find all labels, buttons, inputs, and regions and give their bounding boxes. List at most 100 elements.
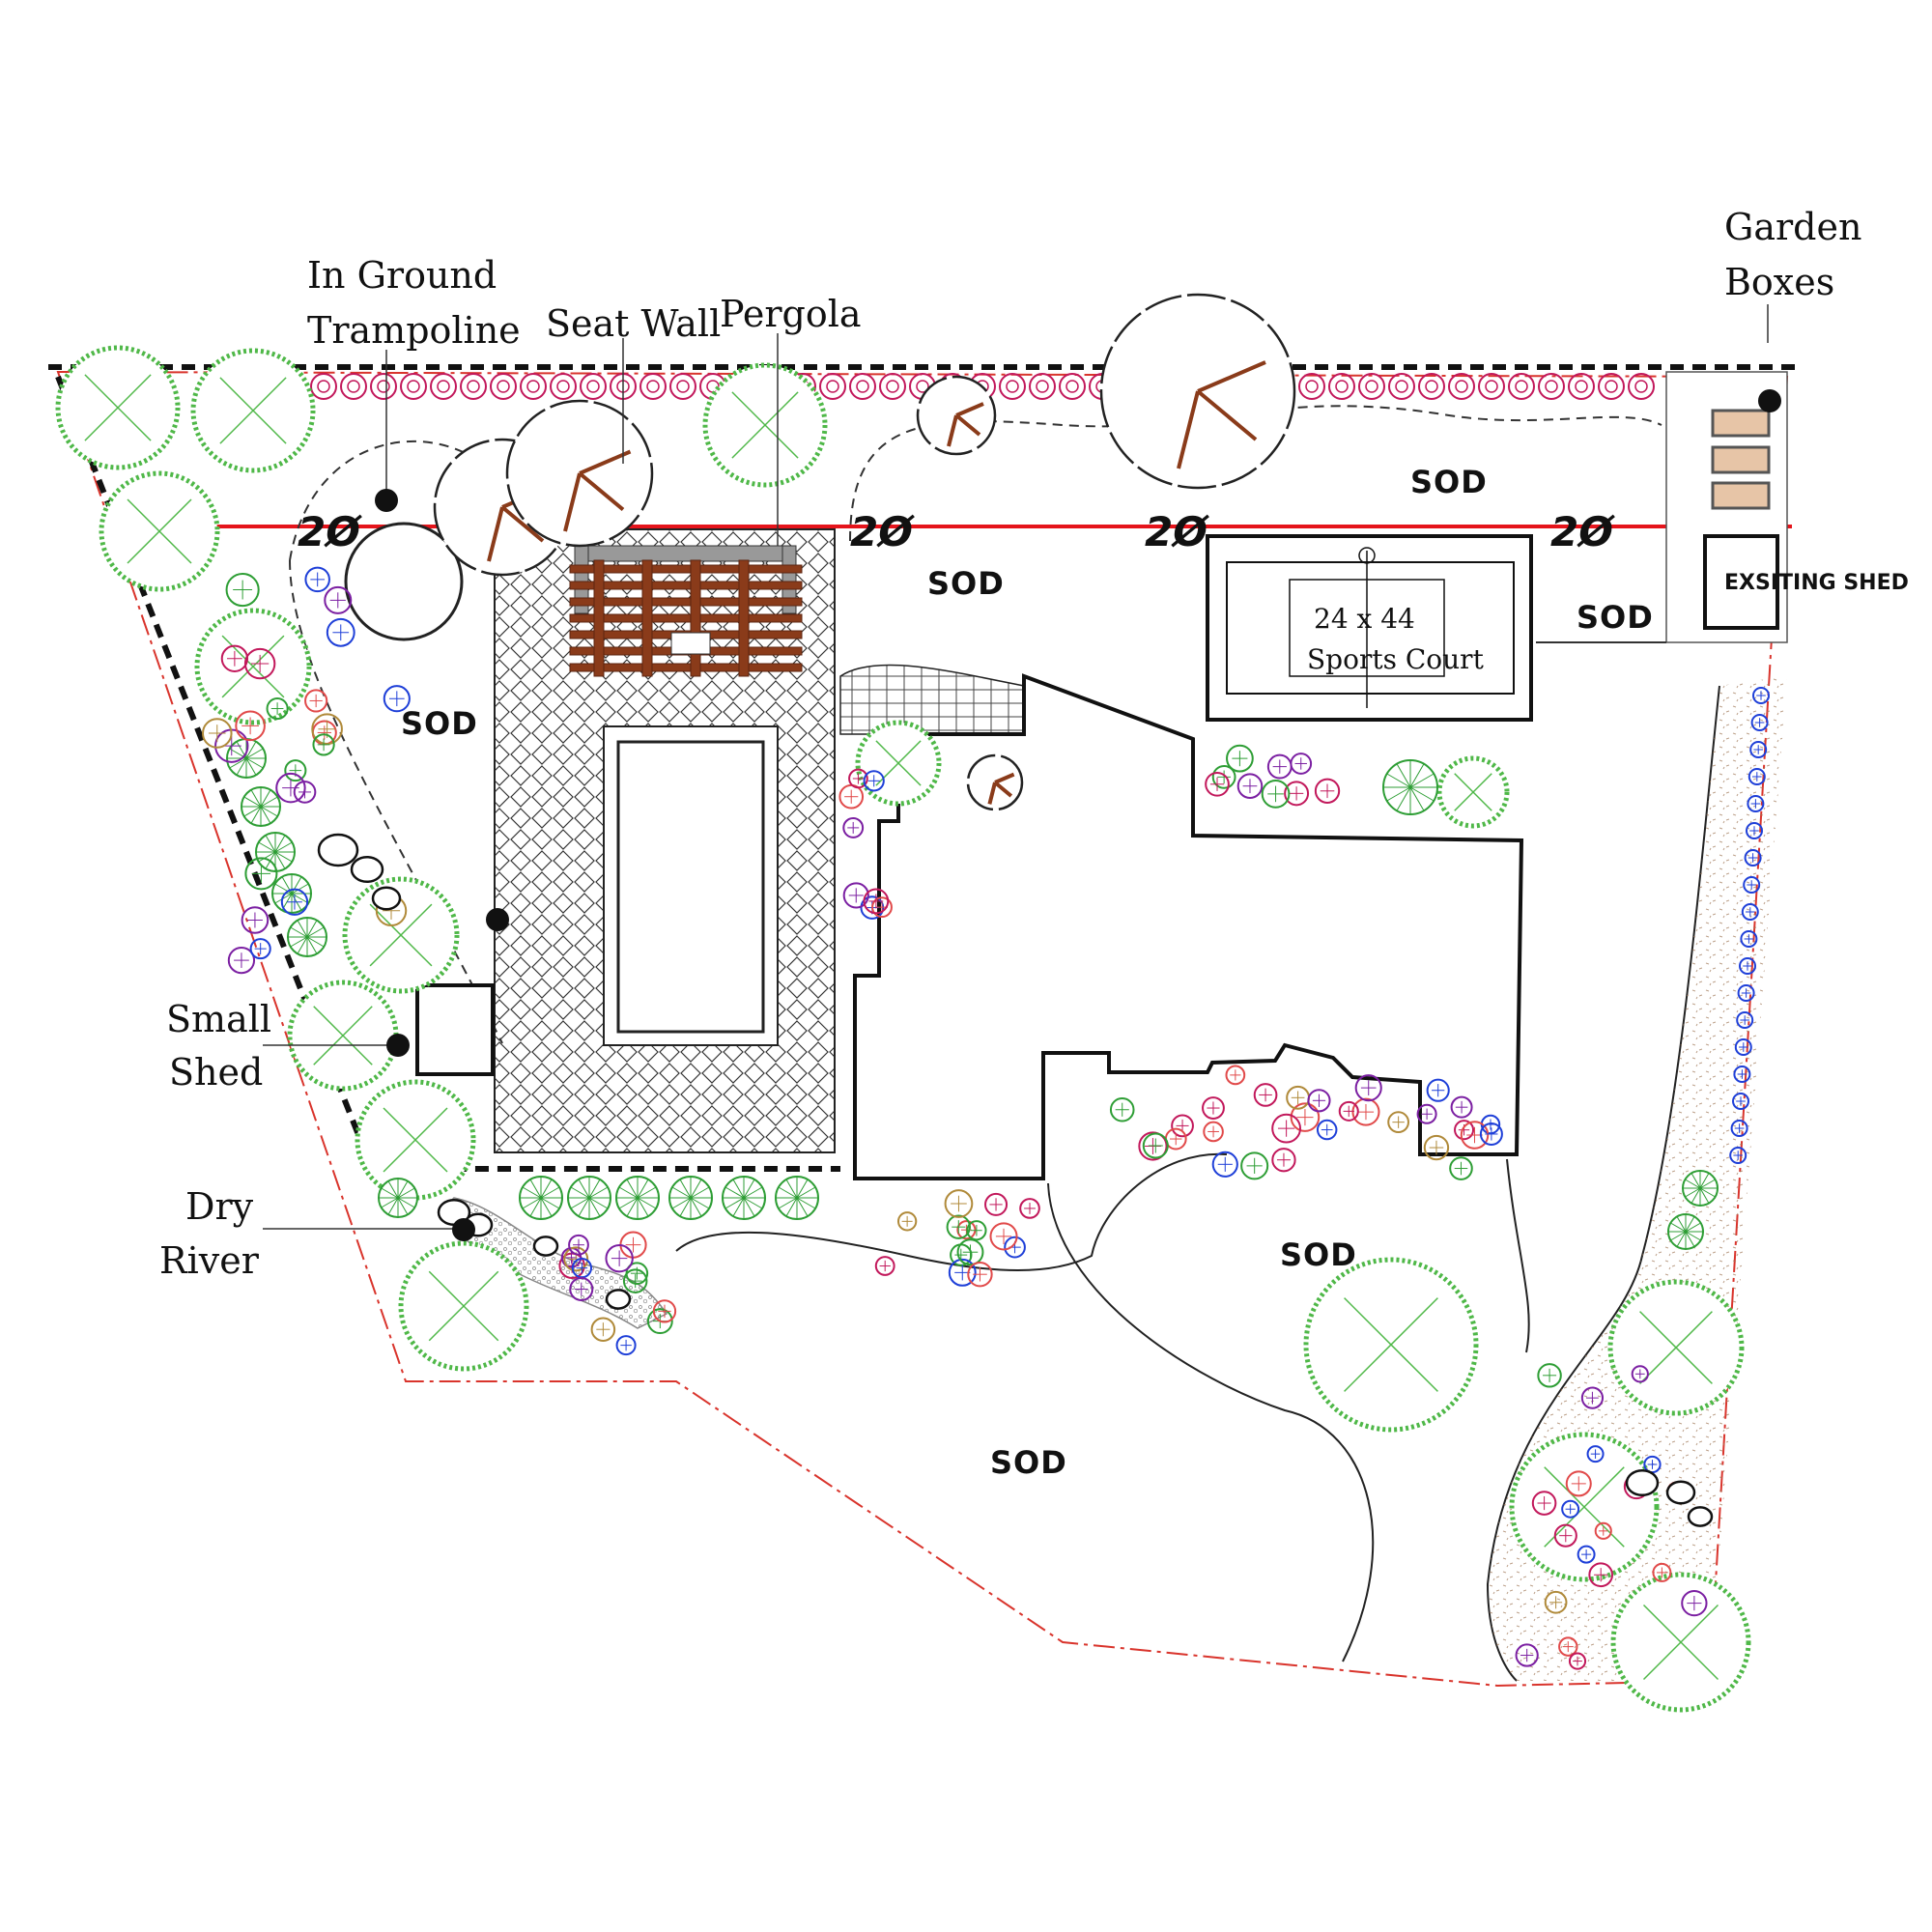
perennial-symbol bbox=[848, 768, 868, 789]
shrub-symbol bbox=[519, 1176, 563, 1220]
perennial-symbol bbox=[1004, 1236, 1026, 1259]
tree-symbol bbox=[99, 470, 220, 592]
hedge-flower bbox=[1029, 373, 1056, 400]
perennial-symbol bbox=[1736, 1011, 1754, 1029]
perennial-symbol bbox=[1752, 687, 1770, 704]
boulder bbox=[1687, 1506, 1714, 1527]
perennial-symbol bbox=[1531, 1491, 1557, 1516]
hedge-flower bbox=[1568, 373, 1595, 400]
hedge-flower bbox=[879, 373, 906, 400]
perennial-symbol bbox=[1423, 1134, 1450, 1161]
hedge-flower bbox=[1538, 373, 1565, 400]
sports-court-dimensions: 24 x 44 bbox=[1314, 603, 1415, 635]
tree-symbol bbox=[855, 720, 942, 807]
setback-label: 2Ø bbox=[1550, 508, 1615, 555]
hedge-flower bbox=[1358, 373, 1385, 400]
deciduous-tree-symbol bbox=[916, 375, 997, 456]
callout-small-shed: Shed bbox=[169, 1051, 263, 1094]
perennial-symbol bbox=[619, 1231, 647, 1259]
tree-symbol bbox=[1610, 1572, 1751, 1713]
perennial-symbol bbox=[1171, 1114, 1194, 1138]
perennial-symbol bbox=[1740, 930, 1758, 948]
sod-label: SOD bbox=[927, 565, 1005, 602]
perennial-symbol bbox=[202, 718, 233, 749]
perennial-symbol bbox=[1750, 714, 1769, 731]
callout-in-ground-trampoline: Trampoline bbox=[307, 309, 521, 352]
tree-symbol bbox=[398, 1240, 529, 1372]
perennial-symbol bbox=[1225, 1065, 1246, 1086]
boulder bbox=[317, 833, 359, 867]
perennial-symbol bbox=[967, 1262, 993, 1288]
perennial-symbol bbox=[1290, 1102, 1321, 1132]
perennial-symbol bbox=[956, 1238, 984, 1266]
hedge-flower bbox=[370, 373, 397, 400]
perennial-symbol bbox=[304, 689, 328, 713]
callout-garden-boxes: Boxes bbox=[1724, 261, 1834, 303]
perennial-symbol bbox=[1553, 1523, 1577, 1548]
perennial-symbol bbox=[284, 759, 307, 782]
garden-box-1 bbox=[1711, 409, 1771, 438]
perennial-symbol bbox=[1240, 1151, 1269, 1180]
perennial-symbol bbox=[946, 1214, 972, 1239]
garden-box-3 bbox=[1711, 481, 1771, 510]
small-shed bbox=[415, 983, 495, 1076]
tree-symbol bbox=[1436, 755, 1510, 829]
perennial-symbol bbox=[1164, 1127, 1187, 1151]
shrub-symbol bbox=[287, 917, 327, 957]
tree-symbol bbox=[702, 362, 828, 488]
perennial-symbol bbox=[1737, 984, 1755, 1002]
pool bbox=[616, 740, 765, 1034]
sod-label: SOD bbox=[1280, 1236, 1357, 1273]
callout-in-ground-trampoline: In Ground bbox=[307, 254, 497, 297]
perennial-symbol bbox=[838, 783, 865, 810]
hedge-flower bbox=[1508, 373, 1535, 400]
perennial-symbol bbox=[1594, 1521, 1612, 1540]
perennial-symbol bbox=[1284, 781, 1310, 807]
perennial-symbol bbox=[1314, 778, 1341, 804]
callout-pergola: Pergola bbox=[720, 293, 862, 335]
perennial-symbol bbox=[1271, 1148, 1296, 1173]
perennial-symbol bbox=[1290, 753, 1313, 775]
perennial-symbol bbox=[1354, 1074, 1382, 1102]
perennial-symbol bbox=[984, 1192, 1009, 1216]
setback-label: 2Ø bbox=[1145, 508, 1209, 555]
perennial-symbol bbox=[241, 906, 270, 934]
hedge-flower bbox=[490, 373, 517, 400]
perennial-symbol bbox=[324, 585, 353, 614]
hedge-flower bbox=[1298, 373, 1325, 400]
perennial-symbol bbox=[227, 946, 256, 975]
perennial-symbol bbox=[1205, 771, 1230, 797]
shrub-symbol bbox=[226, 738, 267, 779]
tree-symbol bbox=[194, 608, 312, 725]
hedge-flower bbox=[669, 373, 696, 400]
perennial-symbol bbox=[1450, 1095, 1473, 1119]
perennial-symbol bbox=[1449, 1156, 1473, 1180]
perennial-symbol bbox=[944, 1189, 974, 1218]
perennial-symbol bbox=[1749, 741, 1768, 758]
shrub-symbol bbox=[1682, 1170, 1719, 1207]
perennial-symbol bbox=[1558, 1636, 1578, 1657]
perennial-symbol bbox=[1515, 1643, 1539, 1667]
perennial-symbol bbox=[1743, 876, 1761, 894]
perennial-symbol bbox=[383, 685, 411, 713]
shrub-symbol bbox=[1382, 759, 1438, 815]
perennial-symbol bbox=[590, 1317, 616, 1342]
perennial-symbol bbox=[652, 1299, 677, 1323]
sod-label: SOD bbox=[1577, 599, 1654, 636]
perennial-symbol bbox=[220, 644, 249, 672]
shrub-symbol bbox=[378, 1178, 418, 1218]
perennial-symbol bbox=[615, 1335, 637, 1356]
perennial-symbol bbox=[311, 713, 343, 746]
hedge-flower bbox=[1628, 373, 1655, 400]
perennial-symbol bbox=[1226, 744, 1254, 773]
paver-patio bbox=[839, 664, 1025, 735]
hedge-flower bbox=[1328, 373, 1355, 400]
perennial-symbol bbox=[1747, 795, 1765, 812]
hedge-flower bbox=[400, 373, 427, 400]
perennial-symbol bbox=[989, 1222, 1018, 1251]
perennial-symbol bbox=[1747, 768, 1766, 785]
perennial-symbol bbox=[1307, 1089, 1331, 1113]
perennial-symbol bbox=[1211, 1151, 1238, 1178]
perennial-symbol bbox=[243, 647, 276, 680]
perennial-symbol bbox=[842, 816, 865, 838]
